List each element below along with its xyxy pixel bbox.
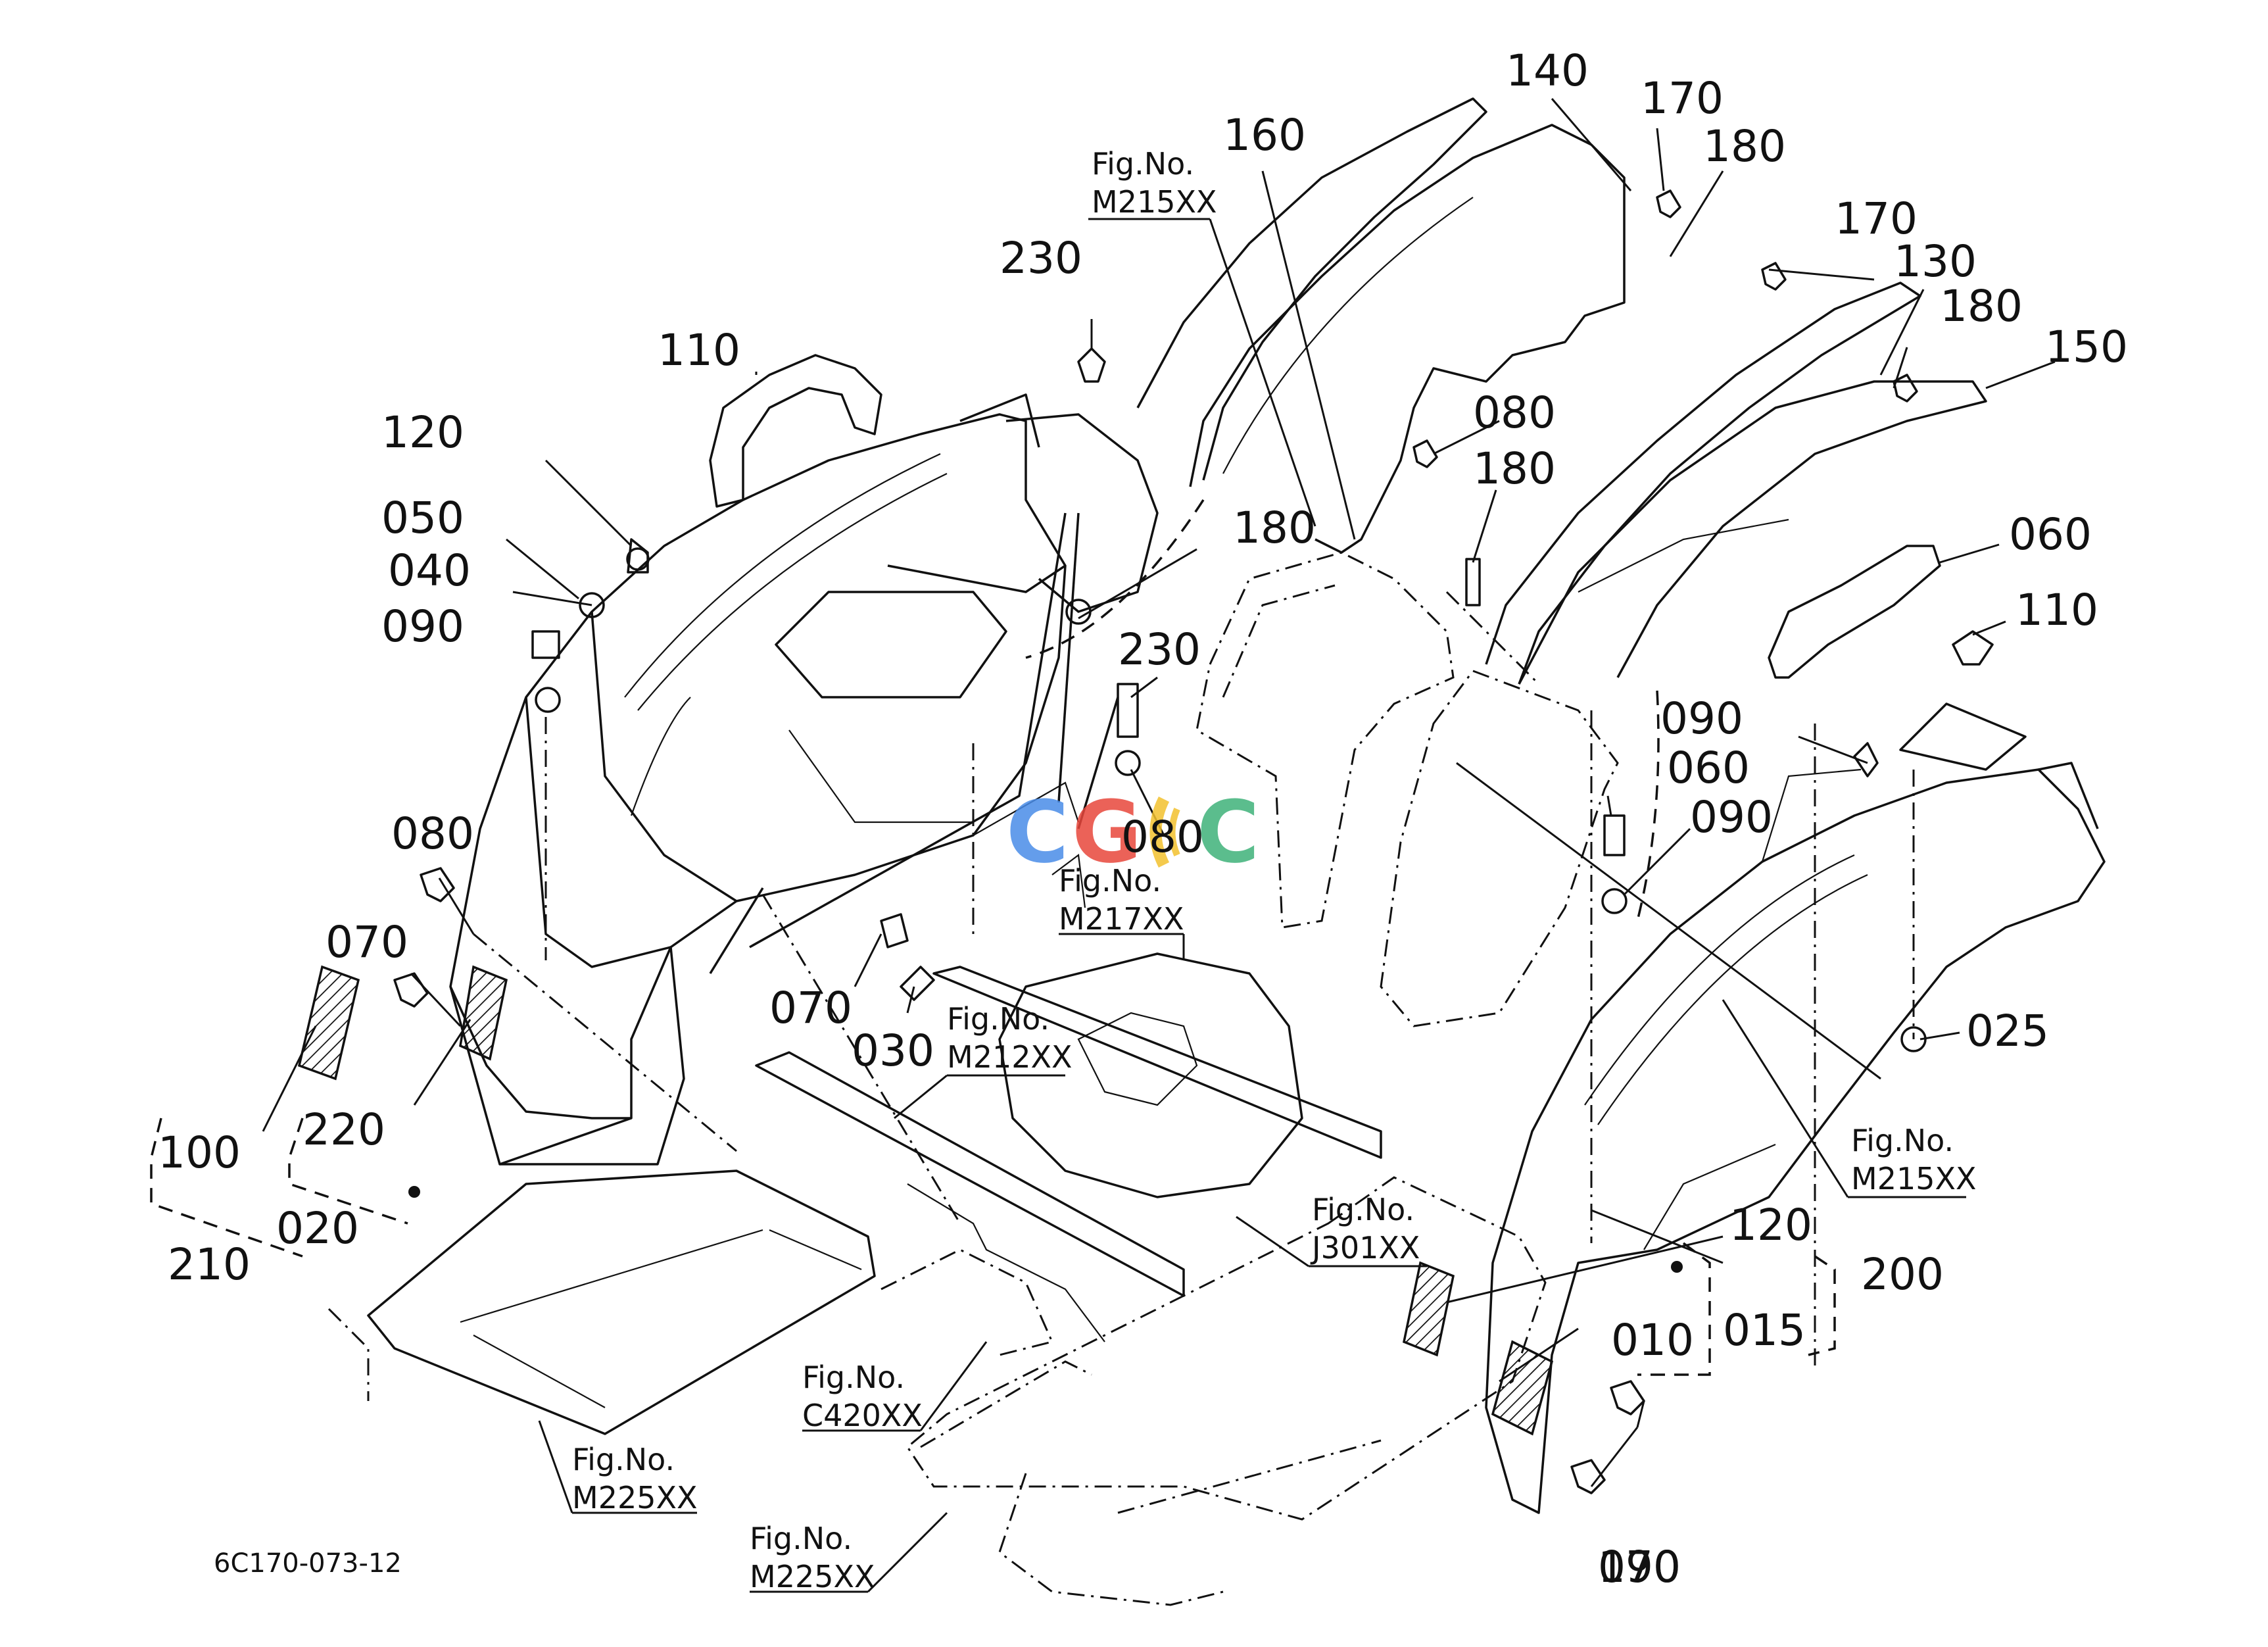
part-number-label: 180 (1473, 443, 1556, 494)
part-number-label: 180 (1940, 281, 2023, 332)
figure-ref-code: M215XX (1092, 184, 1217, 220)
figure-ref-prefix: Fig.No. (572, 1442, 675, 1477)
part-number-label: 170 (1641, 73, 1724, 124)
leader-lines (150, 98, 2056, 1593)
part-number-label: 020 (276, 1203, 359, 1254)
figure-ref-prefix: Fig.No. (1851, 1123, 1954, 1158)
part-number-label: 130 (1894, 236, 1977, 287)
figure-ref-prefix: Fig.No. (1312, 1192, 1414, 1227)
figure-ref-code: M215XX (1851, 1161, 1977, 1196)
part-number-label: 090 (1660, 693, 1743, 744)
figure-ref-code: J301XX (1310, 1230, 1420, 1266)
figure-ref-code: M225XX (572, 1480, 698, 1515)
watermark-letter-c1: C (1006, 782, 1069, 882)
part-number-label: 090 (381, 601, 464, 652)
part-number-label: 015 (1723, 1305, 1806, 1356)
part-number-label: 120 (1729, 1200, 1812, 1250)
figure-ref-prefix: Fig.No. (750, 1521, 852, 1556)
figure-ref-prefix: Fig.No. (947, 1001, 1050, 1037)
part-number-label: 230 (1000, 233, 1082, 283)
part-number-label: 110 (658, 325, 740, 376)
part-number-label: 180 (1233, 503, 1316, 553)
part-number-label: 080 (1473, 387, 1556, 438)
part-number-label: 070 (326, 917, 408, 968)
part-number-label: 070 (769, 983, 852, 1033)
figure-ref-prefix: Fig.No. (1059, 863, 1161, 898)
part-number-label: 120 (381, 407, 464, 458)
watermark-mark (1149, 796, 1170, 868)
part-number-label: 060 (2009, 509, 2092, 560)
part-number-label: 060 (1667, 743, 1750, 793)
labels: 1401601701801701301801502301101200500400… (158, 45, 2128, 1594)
part-number-label: 170 (1835, 193, 1918, 244)
part-number-label: 230 (1118, 624, 1201, 675)
part-number-label: 160 (1223, 110, 1306, 160)
figure-ref-prefix: Fig.No. (802, 1360, 905, 1395)
part-number-label: 220 (302, 1104, 385, 1155)
part-number-label: 140 (1506, 45, 1589, 96)
hardware (393, 189, 1994, 1494)
assembly-lines (473, 591, 1915, 1368)
left-fender (367, 354, 1159, 1435)
part-number-label: 200 (1861, 1249, 1944, 1300)
part-number-label: 190 (1598, 1542, 1681, 1592)
figure-ref-code: M225XX (750, 1559, 875, 1594)
part-number-label: 210 (168, 1239, 251, 1290)
figure-ref-code: M217XX (1059, 901, 1184, 937)
part-number-label: 080 (391, 808, 474, 859)
figure-ref-prefix: Fig.No. (1092, 146, 1194, 182)
part-number-label: 040 (388, 545, 471, 596)
part-number-label: 010 (1611, 1315, 1694, 1365)
figure-ref-code: M212XX (947, 1039, 1073, 1075)
part-number-label: 110 (2015, 585, 2098, 635)
figure-ref-code: C420XX (802, 1398, 923, 1433)
diagram-code: 6C170-073-12 (214, 1548, 402, 1579)
watermark-logo: C G C (1006, 782, 1259, 882)
curve-arrows (887, 499, 1660, 922)
right-fender (1485, 762, 2106, 1514)
part-number-label: 150 (2045, 322, 2128, 372)
part-number-label: 100 (158, 1127, 241, 1178)
watermark-letter-c2: C (1197, 782, 1259, 882)
watermark-letter-g: G (1072, 782, 1142, 882)
part-number-label: 050 (381, 493, 464, 543)
part-number-label: 070 (1598, 1542, 1681, 1592)
part-number-label: 030 (852, 1025, 934, 1076)
center-frame (709, 512, 1382, 1356)
part-number-label: 180 (1703, 121, 1786, 172)
part-number-label: 090 (1690, 792, 1773, 843)
part-number-label: 080 (1121, 812, 1204, 862)
part-number-label: 025 (1966, 1006, 2049, 1056)
part-drawings (297, 97, 2106, 1606)
